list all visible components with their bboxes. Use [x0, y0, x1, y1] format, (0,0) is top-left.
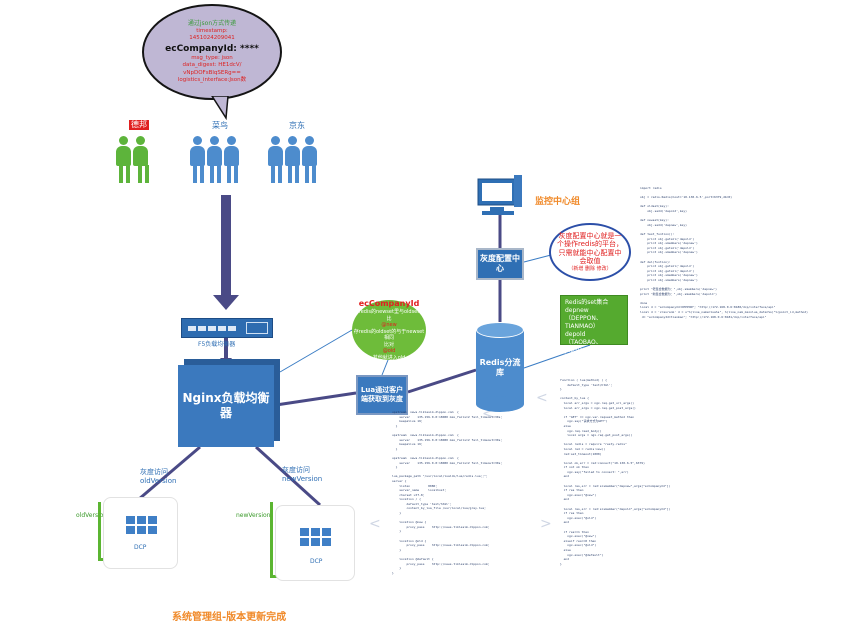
right-dcp-label: DCP — [310, 558, 323, 565]
routing-note-ellipse: ecCompanyId 存redis的newset里与oldset对 比 @ne… — [352, 299, 426, 361]
redis-label: Redis分流库 — [479, 358, 521, 377]
legs-icon — [119, 165, 149, 183]
config-note-line: 会取值 — [579, 257, 601, 265]
f5-load-balancer — [181, 318, 273, 338]
code-block-right: function ( lua(method) ) { default_type … — [560, 378, 671, 566]
monitor-label: 监控中心组 — [535, 197, 581, 207]
person-icon — [224, 136, 239, 166]
routing-note-key: ecCompanyId — [358, 299, 420, 308]
redis-set-line3: depold （TAOBAO、JINGDONG） — [565, 331, 603, 354]
left-server-card: DCP — [103, 497, 178, 569]
f5-label: F5负载均衡器 — [198, 341, 236, 348]
person-icon — [268, 136, 283, 166]
routing-note-new: @new — [381, 322, 397, 328]
port-icon — [228, 325, 236, 331]
port-icon — [218, 325, 226, 331]
redis-set-line1: Redis的set集合 — [565, 299, 609, 306]
routing-note-old: @old — [382, 348, 396, 354]
svg-text:<: < — [536, 390, 548, 406]
config-note-small: （新增 删除 修改） — [568, 265, 612, 272]
right-branch-title-group: 灰度访问 newVersion — [282, 466, 322, 484]
redis-database: Redis分流库 — [476, 322, 524, 412]
right-branch-title: 灰度访问 — [282, 466, 310, 474]
redis-set-box: Redis的set集合 depnew（DEPPON、TIANMAO） depol… — [560, 295, 628, 354]
legs-icon — [193, 165, 238, 183]
config-note-ellipse: 灰度配置中心就是一 个操作redis的平台， 只需就能中心配置中 会取值 （新增… — [549, 223, 631, 281]
gray-config-label: 灰度配置中心 — [480, 254, 520, 273]
svg-text:<: < — [369, 516, 381, 532]
config-note-line: 个操作redis的平台， — [556, 240, 624, 248]
bubble-tail-icon — [211, 96, 229, 120]
right-green-line — [270, 502, 273, 577]
group-deppon — [116, 136, 148, 166]
bubble-line-interface: logistics_interface:Json数 — [177, 77, 247, 83]
routing-note-line: 比对 — [383, 341, 394, 348]
routing-note-line: 存redis的oldset的与于newset相同 — [353, 328, 425, 342]
routing-note-line: 比 — [386, 315, 392, 322]
port-icon — [188, 325, 196, 331]
svg-text:<: < — [482, 406, 494, 422]
nginx-load-balancer: Nginx负载均衡器 — [178, 365, 274, 447]
group-label-deppon: 德邦 — [129, 120, 149, 130]
person-icon — [133, 136, 148, 166]
group-cainiao — [190, 136, 239, 166]
server-rack-icon — [126, 516, 157, 534]
person-icon — [207, 136, 222, 166]
right-branch-version: newVersion — [282, 475, 323, 483]
routing-note-line: 其他就进入old — [372, 354, 406, 361]
monitor-pc-icon — [477, 175, 522, 215]
redis-set-line2: depnew（DEPPON、TIANMAO） — [565, 307, 602, 330]
left-side-label: oldVersion — [76, 512, 108, 519]
config-note-line: 只需就能中心配置中 — [558, 248, 622, 257]
bubble-line-digest2: vNpDOFsBlqSERg== — [183, 69, 241, 76]
group-label-jingdong: 京东 — [289, 121, 305, 130]
bubble-line-digest: data_digest: HE1dcV/ — [182, 62, 242, 68]
person-icon — [116, 136, 131, 166]
code-block-middle: upstream news.tiklesim.dlppon.com { serv… — [392, 410, 503, 575]
bubble-line1: 通过json方式传递 — [187, 19, 237, 27]
person-icon — [190, 136, 205, 166]
bubble-line-timestamp-value: 1451024209041 — [189, 35, 235, 41]
nginx-label: Nginx负载均衡器 — [182, 391, 270, 420]
server-rack-icon — [300, 528, 331, 546]
group-jingdong — [268, 136, 317, 166]
bubble-line-msgtype: msg_type: json — [191, 54, 233, 61]
right-server-card: DCP — [275, 505, 355, 581]
routing-note-line: 存redis的newset里与oldset对 — [353, 309, 425, 315]
left-branch-version: oldVersion — [140, 477, 177, 485]
gray-config-center: 灰度配置中心 — [476, 248, 524, 280]
bubble-line-timestamp: timestamp: — [196, 27, 228, 34]
left-dcp-label: DCP — [134, 544, 147, 551]
port-icon — [198, 325, 206, 331]
right-side-label: newVersion — [236, 512, 271, 519]
left-branch-title-group: 灰度访问 oldVersion — [140, 468, 176, 486]
legs-icon — [271, 165, 316, 183]
group-label-cainiao: 菜鸟 — [212, 121, 228, 130]
bubble-company: ecCompanyId: **** — [165, 43, 259, 54]
port-icon — [208, 325, 216, 331]
person-icon — [285, 136, 300, 166]
left-branch-title: 灰度访问 — [140, 468, 168, 476]
left-green-line — [98, 502, 101, 560]
code-block-top-right: import redis obj = redis.Redis(host='10.… — [640, 186, 808, 319]
request-bubble: 通过json方式传递 timestamp: 1451024209041 ecCo… — [142, 4, 282, 100]
config-note-line: 灰度配置中心就是一 — [558, 231, 622, 240]
lua-box-label: Lua通过客户端获取到灰度 — [360, 386, 404, 403]
switch-module-icon — [246, 322, 268, 334]
lua-box: Lua通过客户端获取到灰度 — [356, 375, 408, 415]
person-icon — [302, 136, 317, 166]
footer-caption: 系统管理组-版本更新完成 — [172, 612, 287, 623]
svg-text:>: > — [540, 516, 552, 532]
